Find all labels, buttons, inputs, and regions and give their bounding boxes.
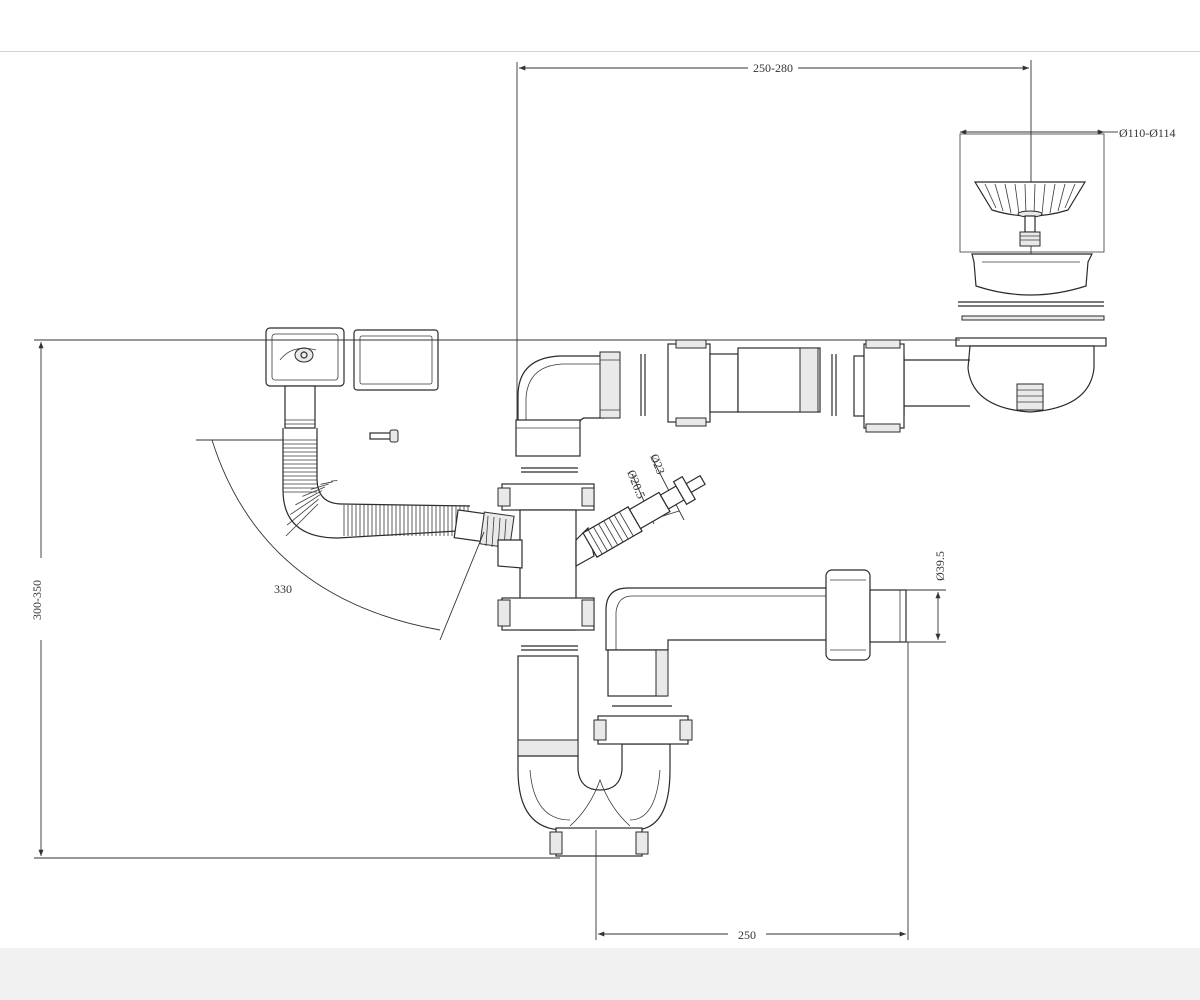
- outlet-pipe: [605, 569, 907, 697]
- overflow-outlet: [265, 327, 345, 387]
- dimension-branch-d2-label: Ø23: [647, 452, 668, 476]
- top-divider: [0, 51, 1200, 52]
- strainer-basket-assembly: [955, 133, 1107, 413]
- dimension-outlet-label: Ø39.5: [933, 551, 947, 581]
- dimension-branch-d1-label: Ø20.5: [624, 468, 648, 501]
- elbow-connector: [515, 351, 621, 473]
- vertical-pipe: [517, 655, 579, 757]
- dimension-hose-length: 330: [196, 439, 485, 641]
- branch-hose: [582, 474, 706, 558]
- trap-assembly: [517, 705, 693, 857]
- bottom-band: [0, 948, 1200, 1000]
- dimension-top-width-label: 250-280: [753, 61, 793, 75]
- tee-body: [497, 483, 595, 651]
- overflow-hose: [282, 428, 515, 550]
- screw: [369, 429, 399, 443]
- overflow-stub: [284, 385, 316, 429]
- dimension-bottom-width: 250: [595, 642, 909, 942]
- dimension-hose-length-label: 330: [274, 582, 292, 596]
- dimension-outlet: Ø39.5: [906, 551, 947, 643]
- horizontal-extension: [640, 339, 970, 433]
- dimension-height-label: 300-350: [30, 580, 44, 620]
- dimension-strainer-diameter: Ø110-Ø114: [960, 126, 1175, 140]
- overflow-cover: [353, 329, 439, 391]
- dimension-strainer-label: Ø110-Ø114: [1119, 126, 1175, 140]
- dimension-bottom-width-label: 250: [738, 928, 756, 942]
- dimension-height: 300-350: [30, 339, 960, 859]
